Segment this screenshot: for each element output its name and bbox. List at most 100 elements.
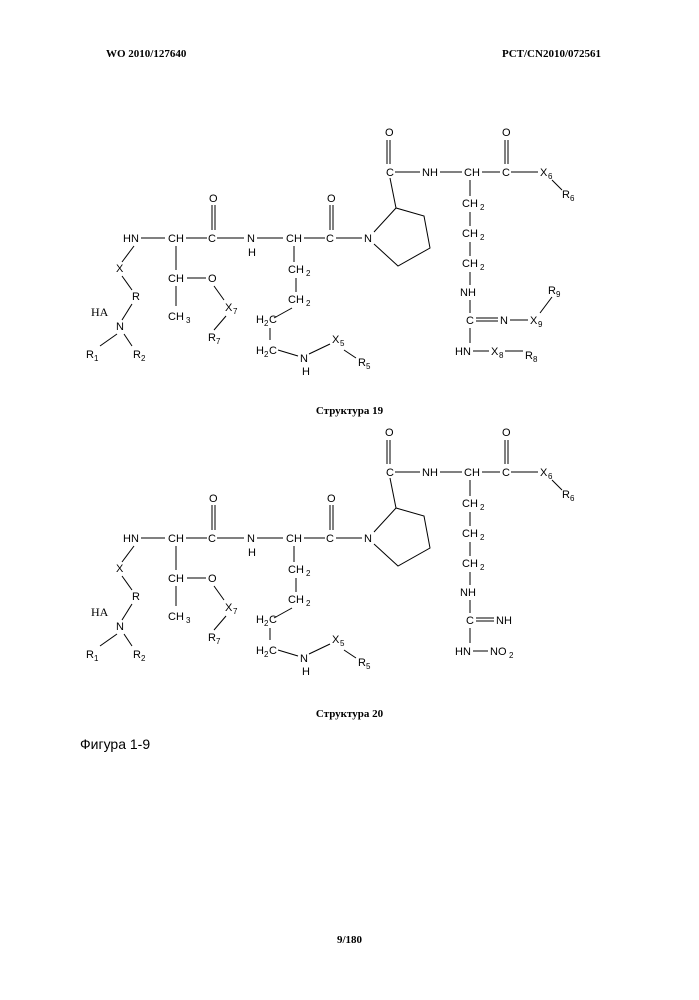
svg-text:CH: CH (462, 558, 478, 570)
svg-text:2: 2 (306, 569, 311, 578)
svg-text:C: C (208, 233, 216, 245)
svg-text:CH: CH (464, 167, 480, 179)
svg-text:H: H (256, 645, 264, 657)
svg-text:5: 5 (366, 362, 371, 371)
svg-text:C: C (502, 167, 510, 179)
svg-text:X: X (225, 302, 233, 314)
svg-text:X: X (491, 346, 499, 358)
patent-number: WO 2010/127640 (106, 48, 186, 60)
svg-text:X: X (540, 167, 548, 179)
svg-text:6: 6 (570, 494, 575, 503)
svg-text:2: 2 (306, 269, 311, 278)
figure-label: Фигура 1-9 (80, 736, 150, 752)
svg-text:NH: NH (496, 615, 512, 627)
svg-text:2: 2 (509, 651, 514, 660)
svg-text:CH: CH (288, 294, 304, 306)
svg-text:2: 2 (480, 563, 485, 572)
svg-text:N: N (247, 533, 255, 545)
svg-text:R: R (208, 332, 216, 344)
svg-text:R: R (86, 649, 94, 661)
svg-text:N: N (364, 233, 372, 245)
svg-text:5: 5 (340, 639, 345, 648)
svg-text:3: 3 (186, 316, 191, 325)
svg-text:NH: NH (422, 467, 438, 479)
svg-text:H: H (248, 247, 256, 259)
svg-text:HA: HA (91, 605, 109, 619)
structure-20-diagram: HN CH C O N H CH C O N C O NH CH C O X6 … (0, 420, 699, 690)
svg-text:CH: CH (286, 533, 302, 545)
svg-text:N: N (247, 233, 255, 245)
structure-20-caption: Структура 20 (0, 708, 699, 720)
svg-text:HA: HA (91, 305, 109, 319)
svg-text:O: O (327, 493, 336, 505)
svg-text:7: 7 (216, 637, 221, 646)
svg-text:1: 1 (94, 354, 99, 363)
svg-text:X: X (332, 334, 340, 346)
svg-text:R: R (548, 285, 556, 297)
svg-text:NH: NH (422, 167, 438, 179)
svg-text:N: N (116, 621, 124, 633)
svg-text:NH: NH (460, 587, 476, 599)
svg-text:CH: CH (462, 228, 478, 240)
svg-text:CH: CH (288, 264, 304, 276)
svg-text:9: 9 (556, 290, 561, 299)
svg-text:7: 7 (233, 307, 238, 316)
svg-text:X: X (530, 315, 538, 327)
svg-text:C: C (269, 314, 277, 326)
svg-text:O: O (208, 573, 217, 585)
svg-text:H: H (302, 366, 310, 378)
svg-text:R: R (132, 291, 140, 303)
svg-text:CH: CH (462, 528, 478, 540)
svg-text:HN: HN (123, 533, 139, 545)
svg-text:N: N (300, 353, 308, 365)
svg-text:CH: CH (168, 533, 184, 545)
svg-text:CH: CH (168, 611, 184, 623)
svg-text:2: 2 (480, 503, 485, 512)
svg-text:H: H (256, 345, 264, 357)
svg-text:R: R (562, 189, 570, 201)
svg-text:X: X (225, 602, 233, 614)
svg-text:2: 2 (480, 533, 485, 542)
svg-text:HN: HN (123, 233, 139, 245)
svg-text:C: C (269, 345, 277, 357)
svg-text:O: O (327, 193, 336, 205)
svg-text:2: 2 (306, 599, 311, 608)
svg-text:1: 1 (94, 654, 99, 663)
svg-text:CH: CH (464, 467, 480, 479)
svg-text:7: 7 (216, 337, 221, 346)
svg-text:2: 2 (480, 233, 485, 242)
page-number: 9/180 (0, 934, 699, 946)
svg-text:C: C (269, 645, 277, 657)
svg-text:C: C (326, 533, 334, 545)
svg-text:6: 6 (570, 194, 575, 203)
svg-text:R: R (86, 349, 94, 361)
svg-text:CH: CH (168, 311, 184, 323)
svg-text:R: R (133, 349, 141, 361)
svg-text:N: N (300, 653, 308, 665)
svg-text:CH: CH (168, 273, 184, 285)
svg-text:C: C (466, 615, 474, 627)
svg-text:CH: CH (286, 233, 302, 245)
svg-text:N: N (116, 321, 124, 333)
svg-text:O: O (502, 427, 511, 439)
svg-text:8: 8 (533, 355, 538, 364)
svg-text:CH: CH (168, 573, 184, 585)
svg-text:O: O (209, 193, 218, 205)
svg-text:X: X (540, 467, 548, 479)
svg-text:R: R (208, 632, 216, 644)
svg-text:CH: CH (288, 594, 304, 606)
svg-text:H: H (256, 614, 264, 626)
svg-text:O: O (502, 127, 511, 139)
svg-text:5: 5 (366, 662, 371, 671)
svg-text:HN: HN (455, 646, 471, 658)
svg-text:R: R (133, 649, 141, 661)
svg-text:NO: NO (490, 646, 507, 658)
svg-text:O: O (208, 273, 217, 285)
svg-text:C: C (386, 467, 394, 479)
svg-text:2: 2 (306, 299, 311, 308)
svg-text:6: 6 (548, 472, 553, 481)
svg-text:HN: HN (455, 346, 471, 358)
svg-text:O: O (209, 493, 218, 505)
svg-text:8: 8 (499, 351, 504, 360)
svg-text:C: C (269, 614, 277, 626)
